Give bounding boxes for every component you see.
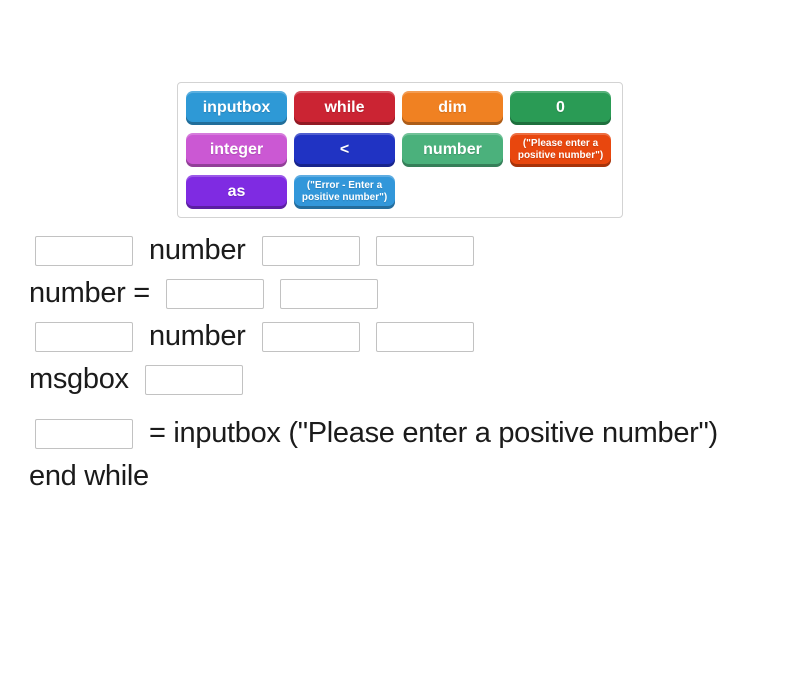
- answer-blank[interactable]: [165, 278, 264, 309]
- code-line-5: = inputbox ("Please enter a positive num…: [29, 412, 800, 455]
- word-bank: inputbox while dim 0 integer < number ("…: [177, 82, 623, 218]
- word-bank-row-2: integer < number ("Please enter a positi…: [186, 133, 614, 167]
- answer-blank[interactable]: [375, 321, 474, 352]
- word-bank-row-1: inputbox while dim 0: [186, 91, 614, 125]
- code-text: msgbox: [29, 363, 129, 395]
- tile-please-enter-string[interactable]: ("Please enter a positive number"): [510, 133, 611, 167]
- tile-error-string[interactable]: ("Error - Enter a positive number"): [294, 175, 395, 209]
- tile-number[interactable]: number: [402, 133, 503, 167]
- code-lines: number number = number msgbox = inputbox…: [0, 229, 800, 498]
- code-line-2: number =: [29, 272, 800, 315]
- tile-dim[interactable]: dim: [402, 91, 503, 125]
- code-text: number: [149, 234, 246, 266]
- answer-blank[interactable]: [261, 235, 360, 266]
- code-line-6: end while: [29, 455, 800, 498]
- code-text: number: [149, 320, 246, 352]
- tile-integer[interactable]: integer: [186, 133, 287, 167]
- answer-blank[interactable]: [35, 321, 133, 352]
- answer-blank[interactable]: [35, 418, 133, 449]
- tile-less-than[interactable]: <: [294, 133, 395, 167]
- code-line-4: msgbox: [29, 358, 800, 401]
- tile-as[interactable]: as: [186, 175, 287, 209]
- answer-blank[interactable]: [261, 321, 360, 352]
- answer-blank[interactable]: [144, 364, 243, 395]
- tile-inputbox[interactable]: inputbox: [186, 91, 287, 125]
- code-text: = inputbox ("Please enter a positive num…: [149, 417, 718, 449]
- tile-zero[interactable]: 0: [510, 91, 611, 125]
- code-line-1: number: [29, 229, 800, 272]
- code-text: number =: [29, 277, 150, 309]
- tile-while[interactable]: while: [294, 91, 395, 125]
- answer-blank[interactable]: [279, 278, 378, 309]
- answer-blank[interactable]: [35, 235, 133, 266]
- answer-blank[interactable]: [375, 235, 474, 266]
- word-bank-row-3: as ("Error - Enter a positive number"): [186, 175, 614, 209]
- code-text: end while: [29, 460, 149, 492]
- code-line-3: number: [29, 315, 800, 358]
